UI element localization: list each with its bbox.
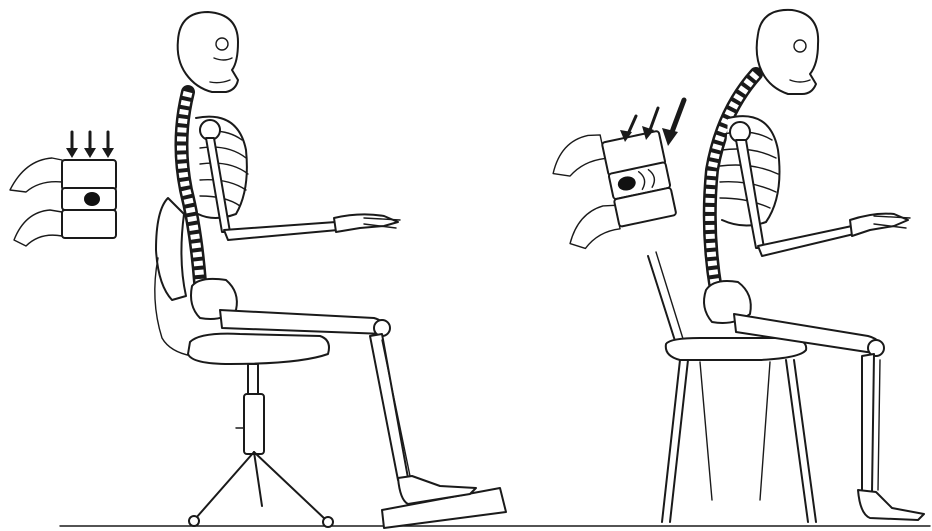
left-thigh bbox=[220, 310, 385, 334]
left-figure bbox=[10, 12, 506, 528]
right-disc-inset bbox=[547, 121, 679, 252]
left-pressure-arrows bbox=[66, 132, 114, 158]
right-shin bbox=[862, 354, 880, 492]
right-stool-seat bbox=[666, 338, 806, 360]
left-shin bbox=[370, 334, 410, 480]
right-foot bbox=[858, 490, 924, 520]
left-chair-column bbox=[248, 364, 258, 396]
left-disc-inset bbox=[10, 132, 116, 246]
right-skull bbox=[757, 10, 818, 94]
right-stool-legs bbox=[662, 360, 816, 522]
left-chair-base bbox=[189, 452, 333, 527]
left-chair-backrest bbox=[156, 198, 186, 300]
left-disc-nucleus bbox=[84, 192, 100, 206]
left-chair-seat bbox=[188, 334, 329, 364]
right-figure bbox=[547, 10, 924, 522]
left-skull bbox=[178, 12, 238, 92]
